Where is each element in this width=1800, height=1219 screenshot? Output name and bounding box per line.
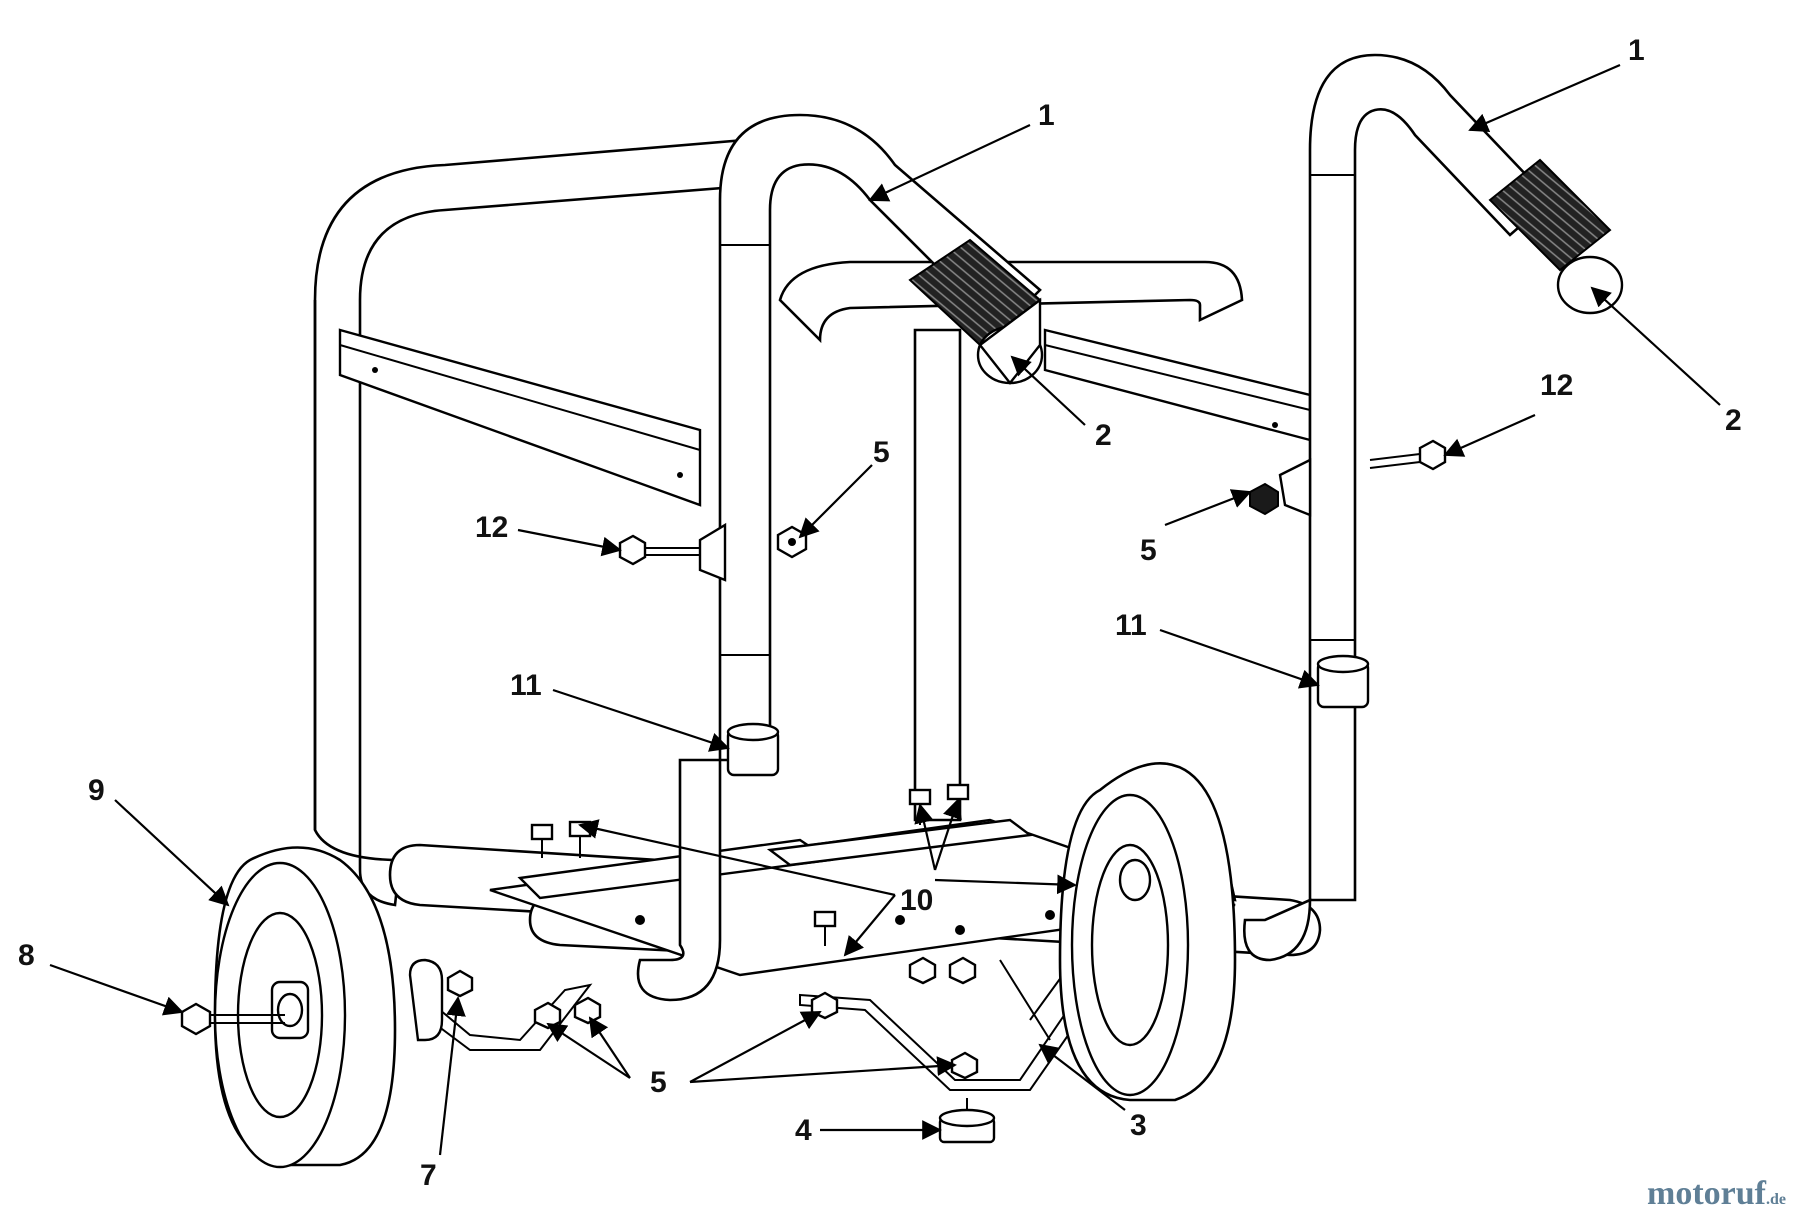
side-nut-left [776,525,808,559]
leg-bracket-left [408,958,593,1051]
watermark-tld: .de [1766,1191,1786,1208]
callout-3-leg-bracket: 3 [1130,1109,1147,1142]
callout-12-left-bolt: 12 [475,511,508,544]
watermark-name: motoruf [1647,1175,1766,1212]
axle-bolt [180,1002,285,1036]
side-bolt-right [1278,439,1447,517]
rubber-foot [938,1098,996,1144]
callout-1-left-handle: 1 [1038,99,1055,132]
callout-9-wheel: 9 [88,774,105,807]
callout-7-bracket: 7 [420,1159,437,1192]
right-rubber-bumper [1316,654,1370,709]
side-bolt-left [618,522,727,582]
watermark-logo: motoruf.de [1647,1175,1786,1213]
callout-5-right-nut: 5 [1140,534,1157,567]
callout-1-right-handle: 1 [1628,34,1645,67]
callout-4-rubber-foot: 4 [795,1114,812,1147]
right-handle-frame [1308,53,1552,902]
callout-5-left-nut: 5 [873,436,890,469]
callout-8-axle-bolt: 8 [18,939,35,972]
callout-11-right-bumper: 11 [1115,609,1147,642]
wheel-rear [1058,762,1237,1102]
callout-leaders [49,63,1721,1156]
callout-labels: 1 1 2 2 3 4 5 5 5 7 8 9 10 11 11 12 12 [18,34,1742,1192]
rear-frame-tube [313,138,762,907]
callout-11-left-bumper: 11 [510,669,542,702]
front-frame-bottom-bend [636,758,1312,1002]
side-nut-right [1249,482,1279,516]
callout-12-right-bolt: 12 [1540,369,1573,402]
callout-5-under-nuts: 5 [650,1066,667,1099]
left-mounting-rail [338,328,702,507]
callout-10-bolts: 10 [900,884,933,917]
callout-2-left-cap: 2 [1095,419,1112,452]
rear-vertical-tube [913,328,962,822]
left-rubber-bumper [726,722,780,777]
callout-2-right-cap: 2 [1725,404,1742,437]
wheel-front [213,846,397,1169]
